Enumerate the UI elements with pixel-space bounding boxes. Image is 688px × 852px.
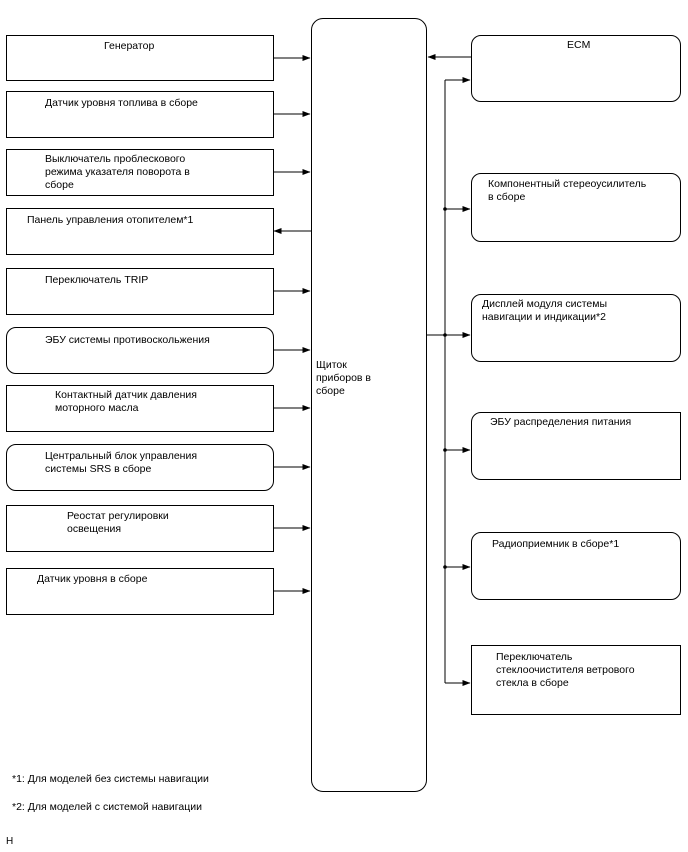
- wiper-switch-box: Переключатель стеклоочистителя ветрового…: [471, 645, 681, 715]
- generator-label: Генератор: [104, 40, 155, 52]
- multi-display-box: Дисплей модуля системы навигации и индик…: [471, 294, 681, 362]
- junction-dot: [443, 565, 447, 569]
- ecm-label: ECM: [567, 39, 591, 51]
- level-sender-label: Датчик уровня в сборе: [37, 573, 148, 585]
- trip-switch-box: Переключатель TRIP: [6, 268, 274, 315]
- ecm-box: ECM: [471, 35, 681, 102]
- footnote-2: *2: Для моделей с системой навигации: [12, 801, 202, 813]
- junction-dot: [443, 333, 447, 337]
- combination-meter-label: Щиток приборов в сборе: [316, 359, 371, 397]
- hazard-switch-box: Выключатель проблескового режима указате…: [6, 149, 274, 196]
- trip-switch-label: Переключатель TRIP: [45, 274, 149, 286]
- combination-meter-block: Щиток приборов в сборе: [311, 18, 427, 792]
- rheostat-label: Реостат регулировки освещения: [67, 510, 169, 535]
- radio-receiver-label: Радиоприемник в сборе*1: [492, 538, 620, 550]
- oil-pressure-switch-box: Контактный датчик давления моторного мас…: [6, 385, 274, 432]
- hazard-switch-label: Выключатель проблескового режима указате…: [45, 153, 190, 191]
- srs-center-box: Центральный блок управления системы SRS …: [6, 444, 274, 491]
- junction-dot: [443, 207, 447, 211]
- wiper-switch-label: Переключатель стеклоочистителя ветрового…: [496, 651, 635, 689]
- corner-mark: H: [6, 836, 14, 847]
- footnote-1: *1: Для моделей без системы навигации: [12, 773, 209, 785]
- fuel-sender-label: Датчик уровня топлива в сборе: [45, 97, 198, 109]
- skid-control-ecu-box: ЭБУ системы противоскольжения: [6, 327, 274, 374]
- power-distribution-ecu-label: ЭБУ распределения питания: [490, 416, 632, 428]
- rheostat-box: Реостат регулировки освещения: [6, 505, 274, 552]
- stereo-amplifier-box: Компонентный стереоусилитель в сборе: [471, 173, 681, 242]
- radio-receiver-box: Радиоприемник в сборе*1: [471, 532, 681, 600]
- oil-pressure-switch-label: Контактный датчик давления моторного мас…: [55, 389, 197, 414]
- level-sender-box: Датчик уровня в сборе: [6, 568, 274, 615]
- stereo-amplifier-label: Компонентный стереоусилитель в сборе: [488, 178, 647, 203]
- skid-control-ecu-label: ЭБУ системы противоскольжения: [45, 334, 210, 346]
- multi-display-label: Дисплей модуля системы навигации и индик…: [482, 298, 608, 323]
- power-distribution-ecu-box: ЭБУ распределения питания: [471, 412, 681, 480]
- junction-dot: [443, 448, 447, 452]
- fuel-sender-box: Датчик уровня топлива в сборе: [6, 91, 274, 138]
- heater-panel-box: Панель управления отопителем*1: [6, 208, 274, 255]
- srs-center-label: Центральный блок управления системы SRS …: [45, 450, 198, 475]
- generator-box: Генератор: [6, 35, 274, 81]
- heater-panel-label: Панель управления отопителем*1: [27, 214, 194, 226]
